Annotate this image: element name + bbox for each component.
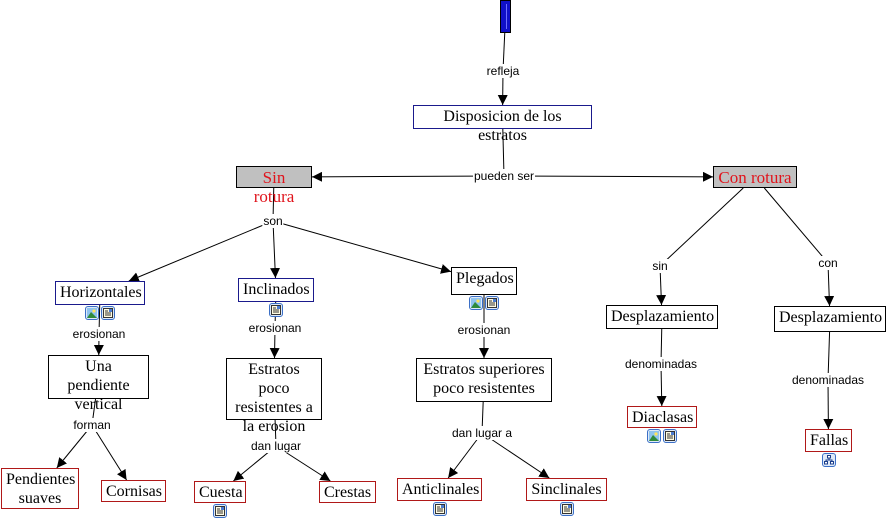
concept-label: Cuesta bbox=[199, 484, 243, 501]
concept-node-horizontales[interactable]: Horizontales bbox=[55, 281, 145, 305]
image-icon[interactable] bbox=[647, 429, 661, 443]
concept-label: Diaclasas bbox=[632, 409, 694, 426]
concept-label: Plegados bbox=[456, 270, 514, 287]
concept-node-pendientes-suaves[interactable]: Pendientes suaves bbox=[1, 468, 79, 509]
concept-label: Sinclinales bbox=[531, 481, 602, 498]
concept-node-sin-rotura[interactable]: Sin rotura bbox=[236, 166, 312, 206]
document-icon-glyph bbox=[665, 431, 675, 441]
link-label-erosionan-h[interactable]: erosionan bbox=[71, 327, 127, 341]
link-arrow bbox=[824, 262, 835, 307]
concept-map-icon[interactable] bbox=[821, 453, 836, 467]
concept-label: Cornisas bbox=[106, 483, 162, 500]
document-icon[interactable] bbox=[485, 296, 499, 310]
concept-node-desplazamiento-con[interactable]: Desplazamiento bbox=[774, 306, 886, 332]
document-icon-glyph bbox=[271, 305, 281, 315]
concept-node-inclinados[interactable]: Inclinados bbox=[238, 278, 314, 302]
concept-node-root[interactable] bbox=[500, 0, 511, 33]
concept-node-desplazamiento-sin[interactable]: Desplazamiento bbox=[606, 305, 718, 329]
link-line-in bbox=[827, 331, 831, 381]
image-icon[interactable] bbox=[85, 306, 99, 320]
link-label-son[interactable]: son bbox=[262, 214, 284, 228]
document-icon[interactable] bbox=[269, 303, 283, 317]
document-icon-glyph bbox=[103, 308, 113, 318]
concept-label: Desplazamiento bbox=[779, 309, 883, 326]
link-arrow bbox=[91, 424, 128, 481]
link-label-pueden-ser[interactable]: pueden ser bbox=[472, 169, 536, 183]
concept-node-diaclasas[interactable]: Diaclasas bbox=[627, 406, 697, 428]
document-icon-glyph bbox=[434, 504, 445, 514]
concept-node-cornisas[interactable]: Cornisas bbox=[101, 480, 166, 502]
link-label-con[interactable]: con bbox=[817, 256, 839, 270]
link-arrow bbox=[311, 171, 505, 182]
concept-label: Horizontales bbox=[60, 284, 142, 301]
image-icon-glyph bbox=[471, 298, 481, 308]
concept-map-icon-glyph bbox=[823, 455, 834, 465]
document-icon[interactable] bbox=[213, 504, 227, 518]
document-icon[interactable] bbox=[101, 306, 115, 320]
image-icon-glyph bbox=[87, 308, 97, 318]
document-icon-glyph bbox=[487, 298, 497, 308]
link-arrow bbox=[447, 432, 483, 479]
link-label-erosionan-p[interactable]: erosionan bbox=[456, 323, 512, 337]
concept-node-plegados[interactable]: Plegados bbox=[451, 267, 517, 295]
link-label-dan-lugar[interactable]: dan lugar bbox=[249, 439, 303, 453]
document-icon[interactable] bbox=[663, 429, 677, 443]
link-label-forman[interactable]: forman bbox=[72, 418, 112, 432]
link-label-denominadas-2[interactable]: denominadas bbox=[790, 373, 866, 387]
image-icon-glyph bbox=[649, 431, 659, 441]
concept-node-con-rotura[interactable]: Con rotura bbox=[713, 166, 797, 188]
concept-node-cuesta[interactable]: Cuesta bbox=[194, 481, 246, 503]
link-label-refleja[interactable]: refleja bbox=[485, 64, 521, 78]
link-label-denominadas-1[interactable]: denominadas bbox=[623, 357, 699, 371]
image-icon[interactable] bbox=[469, 296, 483, 310]
concept-label: Estratos poco resistentes a la erosion bbox=[235, 361, 313, 435]
concept-label: Disposicion de los estratos bbox=[443, 108, 562, 144]
link-line-in bbox=[763, 187, 829, 264]
link-label-sin[interactable]: sin bbox=[651, 259, 669, 273]
concept-label: Sin rotura bbox=[253, 168, 295, 206]
link-line-in bbox=[659, 187, 744, 267]
concept-node-estratos-poco[interactable]: Estratos poco resistentes a la erosion bbox=[226, 358, 322, 435]
document-icon[interactable] bbox=[432, 502, 447, 516]
concept-node-sinclinales[interactable]: Sinclinales bbox=[526, 478, 607, 501]
document-icon-glyph bbox=[215, 506, 225, 516]
document-icon[interactable] bbox=[559, 502, 574, 516]
concept-label: Estratos superiores poco resistentes bbox=[423, 361, 545, 397]
link-arrow bbox=[56, 424, 93, 469]
concept-label: Fallas bbox=[810, 432, 849, 449]
link-arrow bbox=[656, 363, 667, 407]
concept-node-estratos-superiores[interactable]: Estratos superiores poco resistentes bbox=[416, 358, 552, 402]
link-arrow bbox=[272, 220, 452, 274]
concept-node-una-pendiente[interactable]: Una pendiente vertical bbox=[48, 355, 149, 413]
link-label-erosionan-i[interactable]: erosionan bbox=[247, 321, 303, 335]
link-arrow bbox=[270, 220, 281, 279]
concept-label: Inclinados bbox=[243, 281, 310, 298]
link-arrow bbox=[503, 171, 714, 182]
concept-label: Pendientes suaves bbox=[6, 471, 76, 507]
concept-node-disposicion[interactable]: Disposicion de los estratos bbox=[413, 105, 592, 144]
concept-label: Crestas bbox=[324, 484, 372, 501]
concept-node-fallas[interactable]: Fallas bbox=[805, 429, 852, 452]
document-icon-glyph bbox=[561, 504, 572, 514]
concept-label: Anticlinales bbox=[402, 481, 480, 498]
concept-node-crestas[interactable]: Crestas bbox=[319, 481, 376, 503]
link-arrow bbox=[481, 432, 550, 479]
link-line-in bbox=[502, 128, 505, 177]
link-arrow bbox=[128, 220, 274, 282]
concept-label: Una pendiente vertical bbox=[67, 358, 130, 413]
link-label-dan-lugar-a[interactable]: dan lugar a bbox=[450, 426, 514, 440]
concept-label: Con rotura bbox=[718, 168, 792, 187]
concept-node-anticlinales[interactable]: Anticlinales bbox=[397, 478, 482, 501]
concept-label: Desplazamiento bbox=[611, 308, 715, 325]
